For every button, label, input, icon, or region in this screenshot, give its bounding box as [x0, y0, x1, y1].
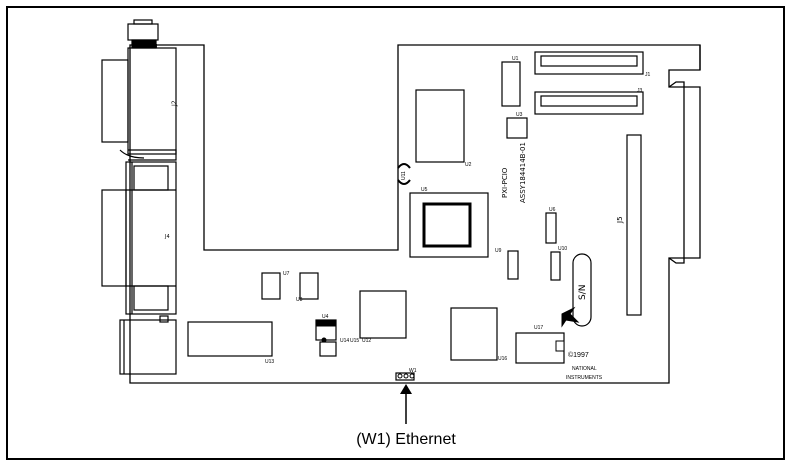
j2-label: J2	[171, 100, 178, 107]
u5-label: U5	[421, 187, 428, 193]
ni-line2: INSTRUMENTS	[566, 375, 603, 381]
figure-border	[6, 6, 785, 460]
u9-label: U9	[495, 248, 502, 254]
chip-u10	[550, 251, 561, 281]
chip-u8	[299, 272, 319, 300]
j1-label: J1	[645, 72, 651, 78]
chip-u16	[450, 307, 498, 361]
u11-label: U11	[401, 171, 407, 180]
assy-label: ASSY184414B-01	[519, 142, 527, 203]
chips	[187, 51, 644, 381]
chip-labels: U1 J1 J3 U3 U2 U5 U6 U9 U10 U7 U8 U4 U14…	[265, 56, 651, 381]
chip-u2	[415, 89, 465, 163]
u4-label: U4	[322, 314, 329, 320]
u12-label: U12	[362, 338, 371, 344]
u10-label: U10	[558, 246, 567, 252]
u3-label: U3	[516, 112, 523, 118]
chip-u9	[507, 250, 519, 280]
connector-ds1	[127, 19, 159, 49]
u14-label: U14	[340, 338, 349, 344]
u17-label: U17	[534, 325, 543, 331]
u1-label: U1	[512, 56, 519, 62]
connector-j5	[626, 134, 642, 316]
serial-label: S/N	[578, 285, 588, 300]
chip-u1	[501, 61, 521, 107]
u13-label: U13	[265, 359, 274, 365]
connector-j4	[101, 161, 177, 315]
chip-u15	[319, 341, 337, 357]
u7-label: U7	[283, 271, 290, 277]
chip-u3	[506, 117, 528, 139]
chip-u7	[261, 272, 281, 300]
callout-arrowhead	[400, 384, 412, 394]
chip-u5-core	[422, 202, 472, 248]
chip-u6	[545, 212, 557, 244]
chip-u5	[409, 192, 489, 258]
j3-label: J3	[637, 88, 643, 94]
u2-label: U2	[465, 162, 472, 168]
j5-label: J5	[616, 216, 624, 224]
u6-label: U6	[549, 207, 556, 213]
chip-details	[315, 163, 580, 379]
ni-line1: NATIONAL	[572, 366, 597, 372]
chip-u12	[359, 290, 407, 339]
connector-j1	[534, 51, 644, 75]
j4-label: J4	[164, 234, 170, 240]
copyright-label: ©1997	[568, 351, 589, 359]
callout-label: (W1) Ethernet	[356, 431, 456, 448]
connector-ethernet-jack	[119, 315, 177, 375]
board-name: PXI-PCIO	[501, 167, 509, 198]
connector-j3	[534, 91, 644, 115]
w1-label: W1	[409, 368, 417, 374]
ds1-label: DS1	[148, 44, 158, 50]
u16-label: U16	[498, 356, 507, 362]
u8-label: U8	[296, 297, 303, 303]
u15-label: U15	[350, 338, 359, 344]
connector-j2	[101, 47, 177, 161]
pcb-outline	[129, 44, 701, 384]
chip-u13	[187, 321, 273, 357]
